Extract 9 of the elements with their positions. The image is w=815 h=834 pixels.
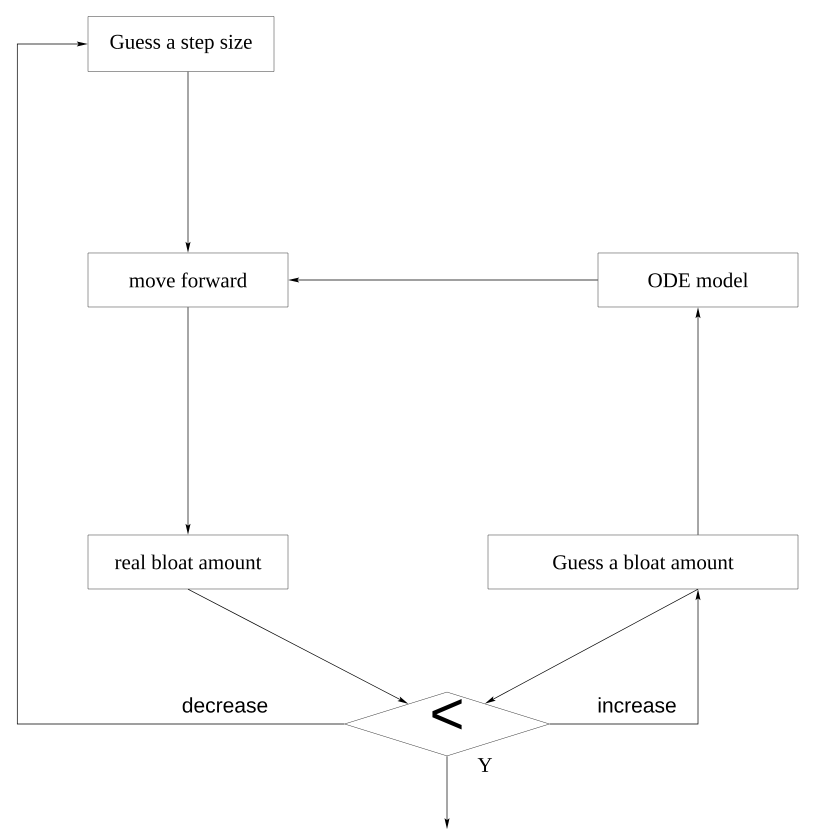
process-box: real bloat amount: [88, 534, 288, 590]
edge-label: increase: [596, 696, 678, 714]
edge-label: Y: [476, 757, 494, 773]
process-box: Guess a bloat amount: [488, 534, 798, 590]
process-box: move forward: [88, 252, 288, 308]
process-box: Guess a step size: [88, 16, 274, 72]
arrow: [16, 41, 345, 724]
process-box: ODE model: [598, 252, 798, 308]
edge-label: decrease: [180, 696, 270, 714]
